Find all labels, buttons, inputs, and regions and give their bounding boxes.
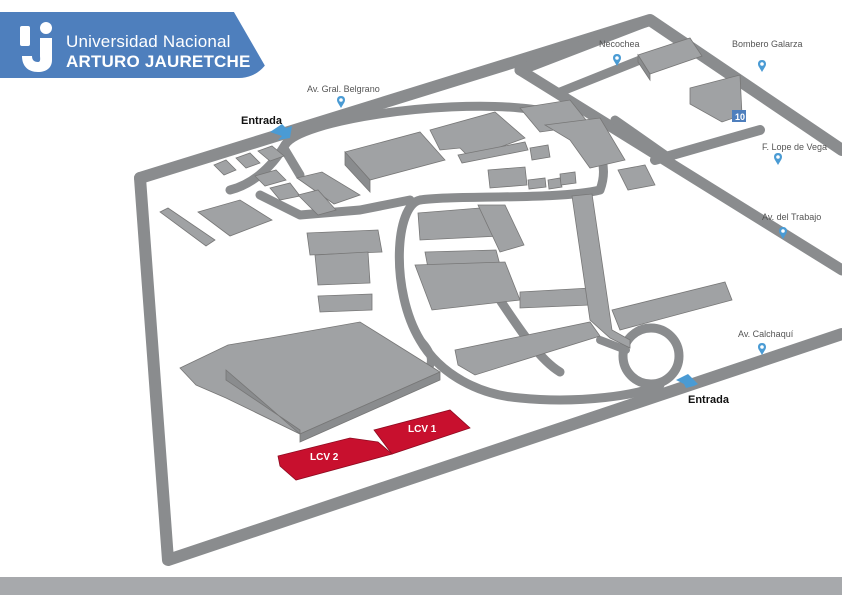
- street-label-calchaqui: Av. Calchaquí: [738, 329, 794, 339]
- entrance-south: Entrada: [676, 374, 730, 406]
- footer-bar: [0, 577, 842, 595]
- logo-text-line1: Universidad Nacional: [66, 32, 231, 51]
- entrance-north-arrow-icon: [270, 124, 292, 140]
- entrance-south-label: Entrada: [688, 394, 730, 406]
- street-label-necochea: Necochea: [599, 39, 640, 49]
- logo-mark-icon: [20, 22, 52, 72]
- lcv2-building[interactable]: [277, 437, 393, 481]
- logo-text-line2: ARTURO JAURETCHE: [66, 52, 251, 71]
- entrance-north: Entrada: [241, 115, 292, 140]
- street-label-del-trabajo: Av. del Trabajo: [762, 212, 821, 222]
- entrance-south-arrow-icon: [676, 374, 698, 388]
- university-logo: Universidad Nacional ARTURO JAURETCHE: [0, 12, 272, 78]
- building-10-badge: [732, 110, 746, 122]
- building-10-number: 10: [735, 112, 745, 122]
- entrance-north-label: Entrada: [241, 115, 283, 127]
- lcv1-label: LCV 1: [408, 424, 437, 435]
- street-label-lope-de-vega: F. Lope de Vega: [762, 142, 827, 152]
- lcv2-label: LCV 2: [310, 452, 339, 463]
- campus-buildings: [159, 37, 743, 443]
- street-label-gral-belgrano: Av. Gral. Belgrano: [307, 84, 380, 94]
- lcv1-building[interactable]: [373, 409, 471, 455]
- lcv-buildings: LCV 1 LCV 2: [277, 409, 471, 481]
- street-label-bombero-galarza: Bombero Galarza: [732, 39, 803, 49]
